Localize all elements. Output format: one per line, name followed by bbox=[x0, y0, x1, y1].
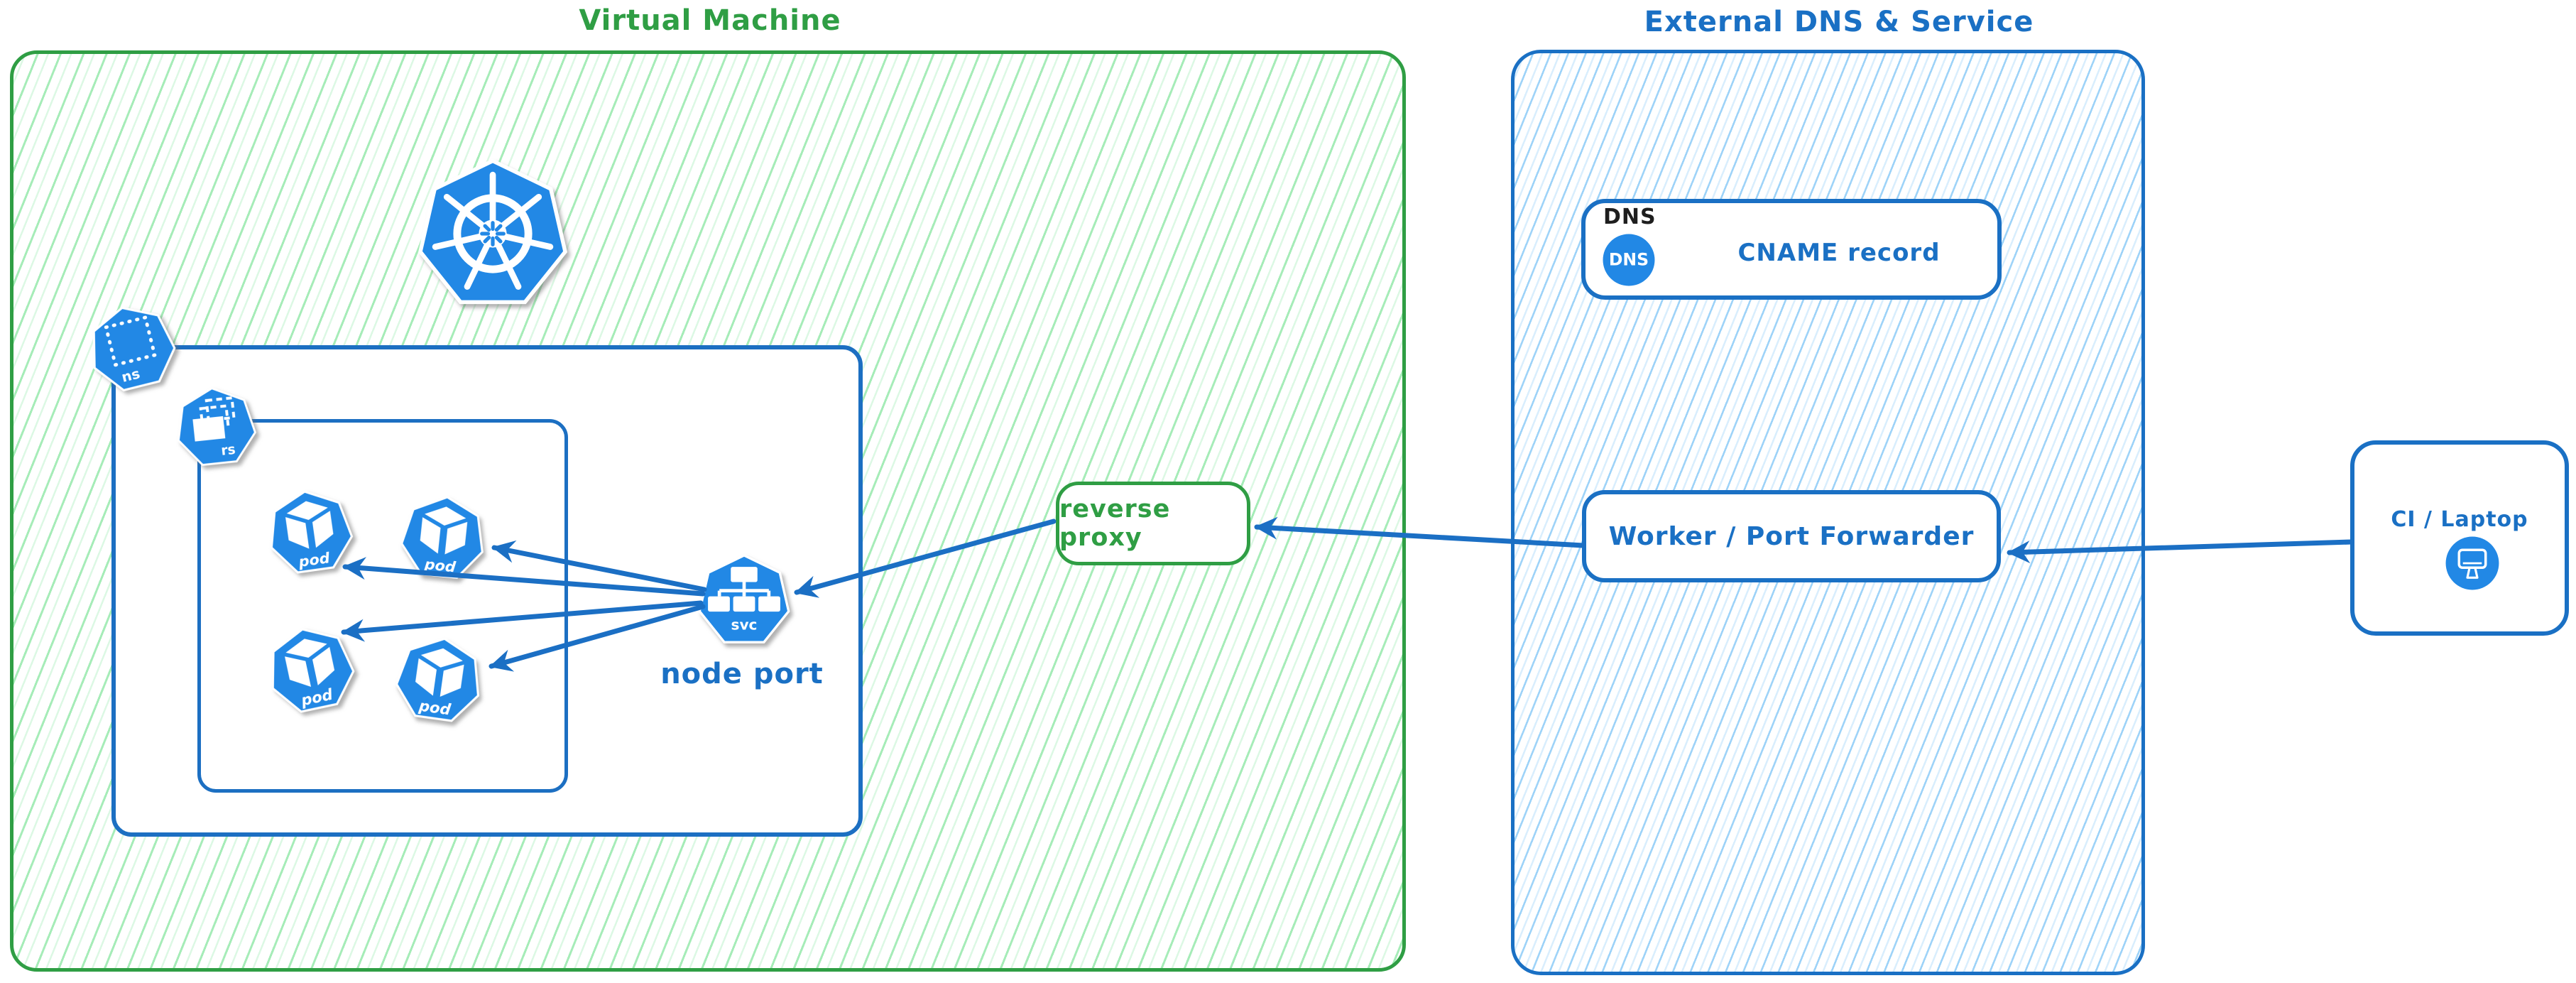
replicaset-boundary-box bbox=[197, 419, 568, 793]
pod-icon-label: pod bbox=[417, 697, 453, 719]
node-port-label: node port bbox=[660, 658, 824, 690]
dns-badge-label: DNS bbox=[1609, 250, 1649, 270]
virtual-machine-title: Virtual Machine bbox=[579, 4, 841, 37]
pod-icon: pod bbox=[389, 630, 489, 729]
kubernetes-logo-icon bbox=[415, 156, 570, 311]
service-icon-label: svc bbox=[731, 617, 758, 634]
service-icon: svc bbox=[697, 553, 792, 648]
reverse-proxy-label: reverse proxy bbox=[1059, 495, 1171, 552]
worker-port-forwarder-box: Worker / Port Forwarder bbox=[1582, 490, 2001, 582]
namespace-icon: ns bbox=[79, 295, 185, 401]
pod-icon-label: pod bbox=[423, 555, 457, 576]
pod-icon: pod bbox=[258, 617, 363, 722]
dns-badge-icon: DNS bbox=[1602, 233, 1656, 287]
replicaset-icon-label: rs bbox=[220, 442, 236, 459]
ci-laptop-label: CI / Laptop bbox=[2391, 507, 2528, 532]
reverse-proxy-box: reverse proxy bbox=[1056, 482, 1250, 565]
pod-icon: pod bbox=[395, 490, 491, 585]
computer-icon bbox=[2445, 536, 2500, 591]
ci-laptop-box: CI / Laptop bbox=[2350, 440, 2569, 636]
pod-icon: pod bbox=[261, 483, 359, 581]
worker-port-forwarder-label: Worker / Port Forwarder bbox=[1608, 521, 1975, 551]
dns-caption: DNS bbox=[1603, 205, 1657, 229]
cname-record-label: CNAME record bbox=[1737, 239, 1941, 267]
replicaset-icon: rs bbox=[170, 381, 261, 472]
external-dns-service-title: External DNS & Service bbox=[1644, 6, 2034, 38]
